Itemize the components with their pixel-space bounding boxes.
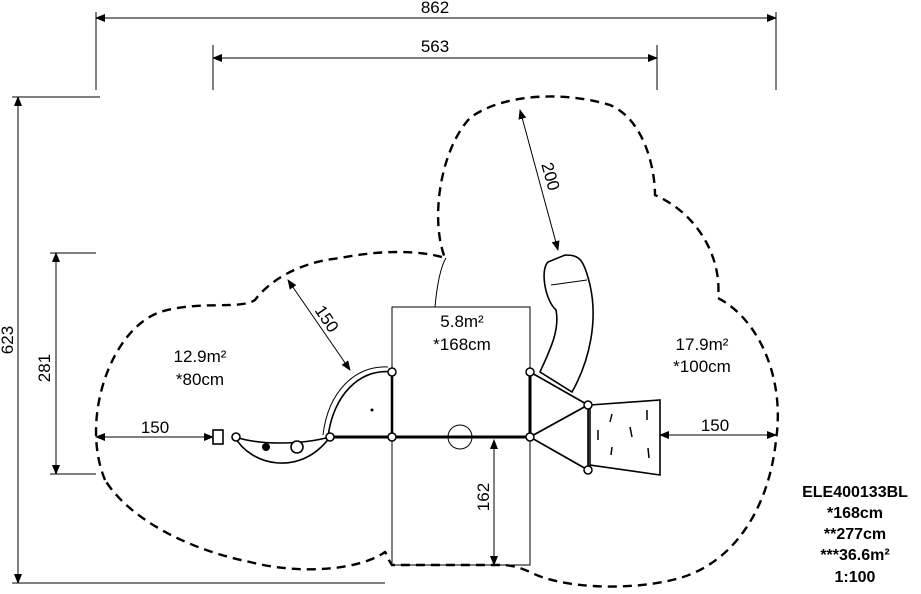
scale: 1:100 bbox=[835, 569, 876, 586]
right-clearance-label: 150 bbox=[701, 416, 729, 435]
dimension-side-depth: 281 bbox=[35, 252, 96, 475]
left-clearance-label: 150 bbox=[141, 418, 169, 437]
safety-zone-outline bbox=[94, 95, 780, 588]
play-structure bbox=[212, 254, 661, 476]
safety-area: ***36.6m² bbox=[820, 547, 889, 564]
center-zone-area: 5.8m² bbox=[440, 312, 484, 331]
overall-width-label: 862 bbox=[421, 0, 449, 17]
arc-clearance-label: 150 bbox=[311, 302, 343, 336]
legend: ELE400133BL *168cm **277cm ***36.6m² 1:1… bbox=[802, 484, 908, 586]
left-zone-area: 12.9m² bbox=[174, 347, 227, 366]
left-zone-height: *80cm bbox=[176, 370, 224, 389]
dimension-slide-clearance: 200 bbox=[518, 109, 563, 251]
platform-height: *168cm bbox=[827, 505, 883, 522]
dimension-arc-clearance: 150 bbox=[287, 279, 351, 371]
right-zone-area: 17.9m² bbox=[676, 335, 729, 354]
overall-depth-label: 623 bbox=[0, 326, 17, 354]
dimension-overall-depth: 623 bbox=[0, 96, 385, 584]
dimension-overall-width: 862 bbox=[95, 0, 777, 90]
dimension-bottom-clearance: 162 bbox=[474, 439, 498, 566]
side-depth-label: 281 bbox=[35, 354, 54, 382]
dimension-structure-width: 563 bbox=[212, 37, 658, 90]
right-zone-height: *100cm bbox=[673, 357, 731, 376]
bottom-clearance-label: 162 bbox=[474, 483, 493, 511]
total-height: **277cm bbox=[824, 526, 886, 543]
center-zone-height: *168cm bbox=[433, 335, 491, 354]
product-code: ELE400133BL bbox=[802, 484, 908, 501]
dimension-left-clearance: 150 bbox=[95, 418, 214, 441]
structure-width-label: 563 bbox=[421, 37, 449, 56]
dimension-right-clearance: 150 bbox=[659, 416, 777, 439]
